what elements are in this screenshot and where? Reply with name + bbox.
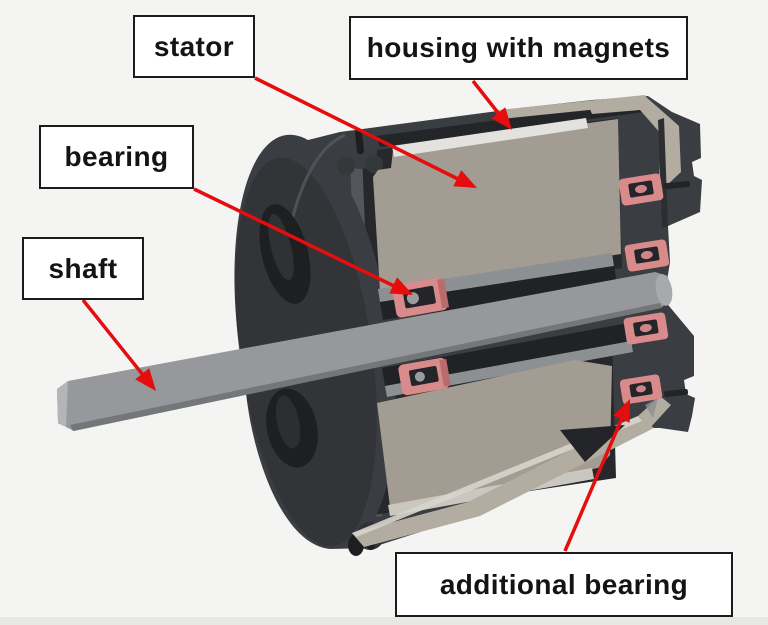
bearing-center-lower (398, 357, 451, 396)
shaft-bottom-shade (70, 303, 662, 431)
housing-arrowhead (491, 107, 512, 130)
label-housing-text: housing with magnets (366, 32, 671, 63)
housing-loop (588, 96, 681, 186)
additional-bearing-arrowhead (613, 399, 630, 423)
stator-arrow-line (254, 76, 459, 181)
label-bearing-text: bearing (64, 141, 169, 172)
endcap-details (645, 162, 709, 418)
bearing-right-top (618, 173, 664, 206)
label-stator-text: stator (153, 30, 235, 62)
bearing-additional (619, 374, 663, 405)
shaft-tip-face (57, 381, 68, 427)
housing-bottom-shadow (560, 425, 625, 462)
mount-hole-top-inner (268, 213, 294, 281)
label-additional-bearing-text: additional bearing (439, 568, 689, 600)
shaft-arrow-line (81, 298, 145, 377)
background-bottom-strip (0, 617, 768, 625)
housing-top-wall (376, 100, 652, 147)
bearing-right-mid (624, 239, 670, 272)
bearing-arrow-line (193, 187, 395, 288)
label-housing-with-magnets: housing with magnets (349, 16, 688, 80)
shaft-arrowhead (135, 368, 156, 391)
label-additional-bearing: additional bearing (395, 552, 733, 617)
label-shaft-text: shaft (48, 252, 118, 284)
shaft (57, 272, 671, 431)
label-bearing: bearing (39, 125, 194, 189)
stator-upper (373, 119, 621, 291)
mount-hole-bottom-inner (275, 395, 301, 449)
housing-magnet-highlight (392, 118, 588, 157)
housing-arrow-line (471, 79, 501, 116)
shaft-end-face (655, 274, 673, 306)
label-shaft: shaft (22, 237, 144, 300)
bearing-right-lower (623, 312, 669, 345)
annotation-arrows (81, 76, 630, 552)
additional-bearing-arrow-line (563, 417, 624, 552)
stator-arrowhead (453, 170, 477, 188)
shaft-group (57, 272, 673, 431)
label-stator: stator (133, 15, 255, 78)
top-screw-boss (337, 130, 383, 175)
housing-bottom-highlight (352, 416, 642, 537)
bearing-arrowhead (389, 277, 413, 295)
endcap-seam (658, 118, 668, 228)
